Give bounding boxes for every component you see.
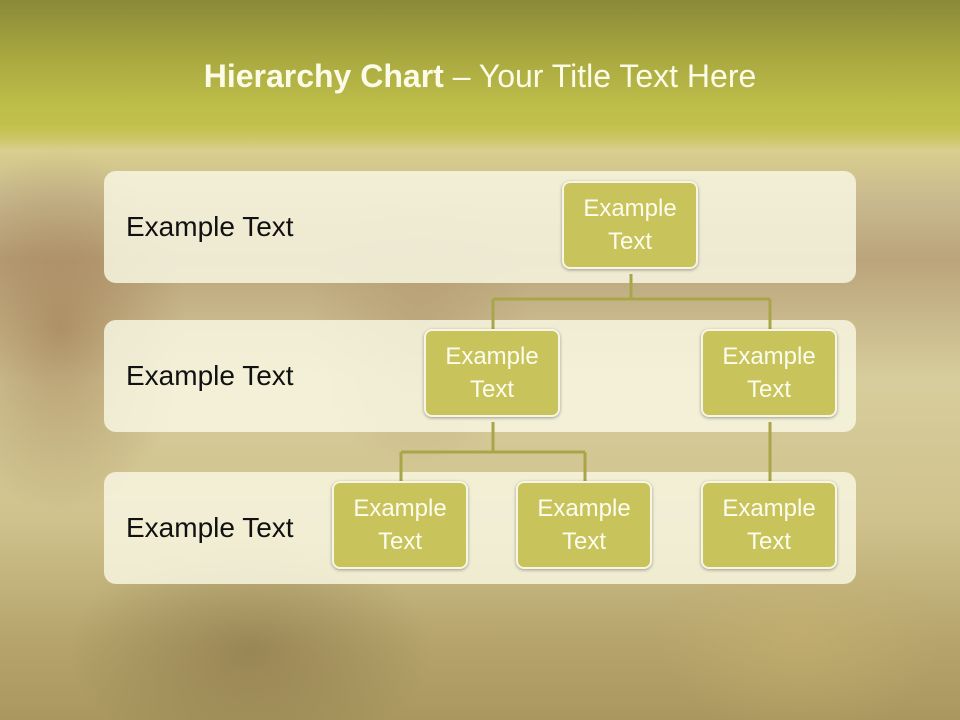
title-rest: – Your Title Text Here [443, 58, 757, 94]
row-label-3: Example Text [126, 512, 294, 543]
row-band-1 [104, 171, 856, 283]
title-bold: Hierarchy Chart [203, 58, 444, 94]
row-label-2: Example Text [126, 360, 294, 391]
node-level3-c-label: Example Text [722, 495, 816, 555]
node-level2-left-label: Example Text [445, 343, 539, 403]
node-level2-right[interactable]: Example Text [701, 329, 837, 417]
row-label-1: Example Text [126, 211, 294, 242]
node-level2-right-label: Example Text [722, 343, 816, 403]
node-level3-c[interactable]: Example Text [701, 481, 837, 569]
connector-left-to-level3 [399, 422, 587, 481]
node-level2-left[interactable]: Example Text [424, 329, 560, 417]
node-level3-a-label: Example Text [353, 495, 447, 555]
slide-title: Hierarchy Chart – Your Title Text Here [0, 56, 960, 96]
node-root[interactable]: Example Text [562, 181, 698, 269]
connector-root-to-level2 [491, 274, 772, 329]
node-level3-b[interactable]: Example Text [516, 481, 652, 569]
node-level3-a[interactable]: Example Text [332, 481, 468, 569]
title-band [0, 0, 960, 150]
node-level3-b-label: Example Text [537, 495, 631, 555]
node-root-label: Example Text [583, 195, 677, 255]
